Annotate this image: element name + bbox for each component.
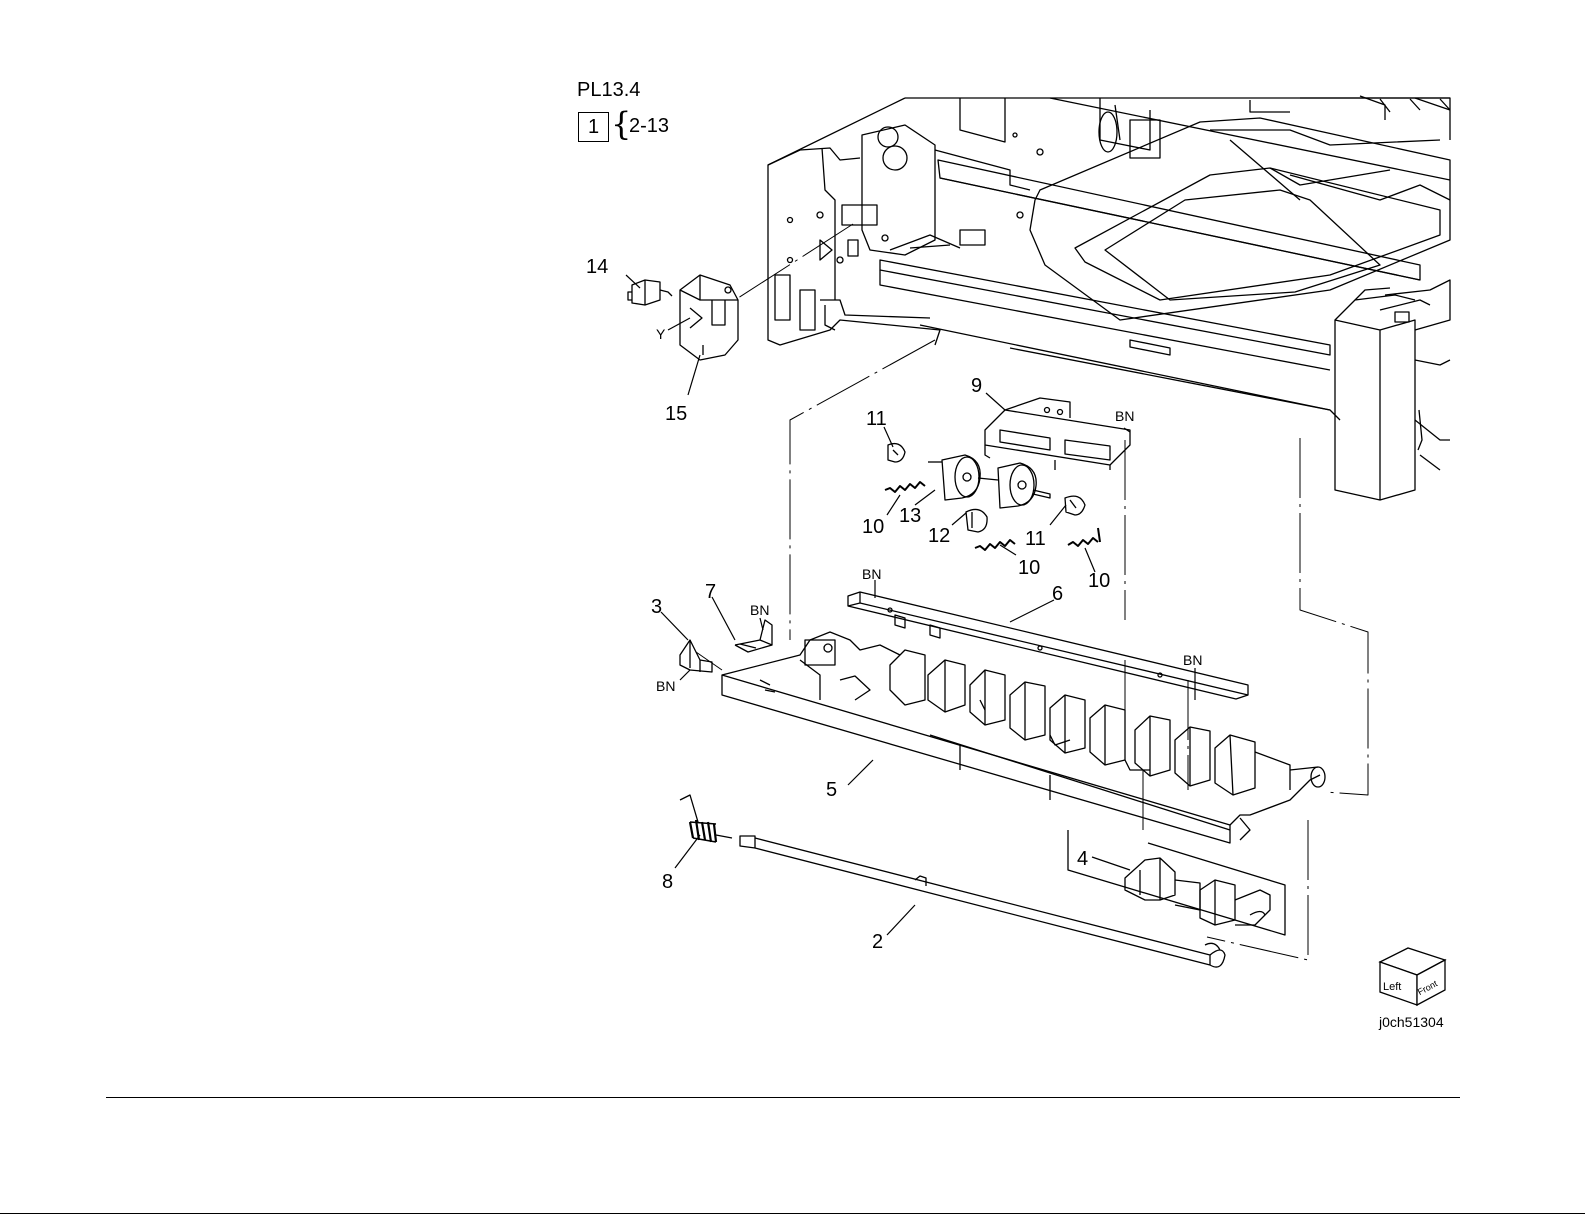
callout-8: 8	[662, 871, 673, 893]
callout-3: 3	[651, 596, 662, 618]
tag-bn-7: BN	[750, 602, 769, 618]
callout-9: 9	[971, 375, 982, 397]
part-3-bracket	[680, 640, 712, 672]
callout-10b: 10	[1018, 557, 1040, 579]
callout-4: 4	[1077, 848, 1088, 870]
callout-12: 12	[928, 525, 950, 547]
part-7-bracket	[735, 620, 772, 652]
callout-5: 5	[826, 779, 837, 801]
machine-frame	[768, 96, 1450, 500]
feed-rolls	[928, 455, 1050, 508]
callout-14: 14	[586, 256, 608, 278]
tag-bn-5: BN	[1183, 652, 1202, 668]
part-4-guide	[1068, 830, 1285, 935]
orientation-left-label: Left	[1383, 981, 1401, 993]
callout-11b: 11	[1025, 528, 1046, 550]
part-2-shaft	[740, 836, 1225, 967]
callout-2: 2	[872, 931, 883, 953]
bottom-divider	[0, 1213, 1585, 1214]
callout-13: 13	[899, 505, 921, 527]
sensor-assembly	[628, 275, 738, 360]
callout-10a: 10	[862, 516, 884, 538]
drawing-id: j0ch51304	[1379, 1014, 1444, 1030]
orientation-cube-icon: Left Front	[1380, 948, 1445, 1005]
callout-10c: 10	[1088, 570, 1110, 592]
callout-11a: 11	[866, 408, 887, 430]
callout-7: 7	[705, 581, 716, 603]
tag-bn-3: BN	[656, 678, 675, 694]
footer-divider	[106, 1097, 1460, 1098]
part-5-guide	[722, 632, 1325, 843]
roll-holder-bracket	[985, 398, 1130, 470]
tag-y: Y	[656, 326, 666, 342]
tag-bn-6: BN	[862, 566, 881, 582]
tag-bn-9: BN	[1115, 408, 1134, 424]
part-8-spring	[680, 795, 732, 842]
callout-6: 6	[1052, 583, 1063, 605]
callout-15: 15	[665, 403, 687, 425]
